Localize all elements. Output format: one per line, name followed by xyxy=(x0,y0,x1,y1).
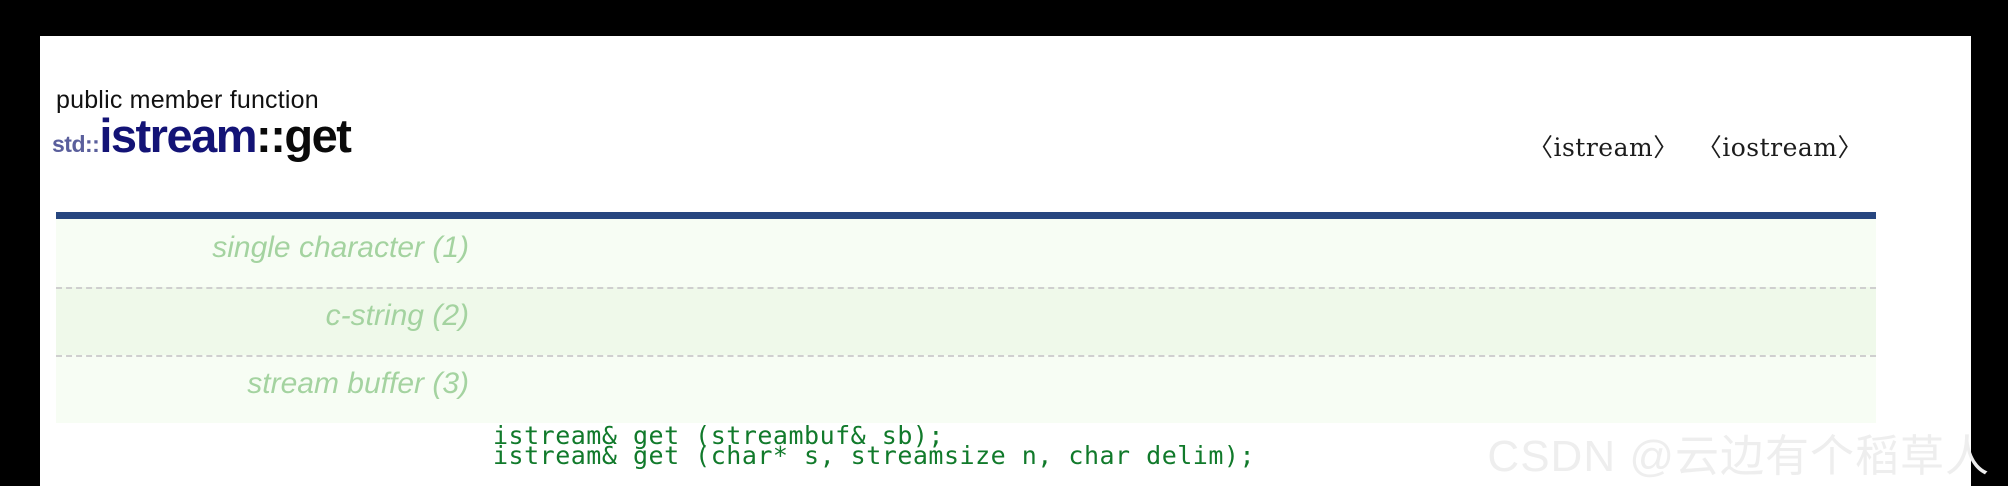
prototype-row: c-string (2) istream& get (char* s, stre… xyxy=(56,287,1876,470)
title-accent-bar xyxy=(56,212,1876,219)
title-function: get xyxy=(284,109,352,162)
prototype-signatures: istream& get (streambuf& sb); istream& g… xyxy=(493,363,1131,486)
title-scope-separator: :: xyxy=(256,109,286,162)
title-class: istream xyxy=(99,109,257,162)
member-kind-label: public member function xyxy=(56,86,319,114)
signature-line: istream& get (char* s, streamsize n, cha… xyxy=(493,441,1256,470)
prototype-row: single character (1) int get(); istream&… xyxy=(56,219,1876,402)
signature-line: istream& get (streambuf& sb); xyxy=(493,421,944,450)
title-namespace: std:: xyxy=(52,131,100,157)
reference-page: public member function std::istream::get… xyxy=(40,36,1971,486)
row-divider xyxy=(56,287,1876,289)
prototype-label: c-string (2) xyxy=(325,299,469,332)
row-divider xyxy=(56,355,1876,357)
include-header-istream: 〈istream〉 xyxy=(1527,133,1679,162)
prototype-label: stream buffer (3) xyxy=(247,367,469,400)
prototype-label: single character (1) xyxy=(212,231,469,264)
include-header-iostream: 〈iostream〉 xyxy=(1696,133,1863,162)
prototype-row: stream buffer (3) istream& get (streambu… xyxy=(56,355,1876,450)
include-headers: 〈istream〉 〈iostream〉 xyxy=(1528,128,1863,164)
page-header: public member function std::istream::get… xyxy=(40,36,1971,212)
page-title: std::istream::get xyxy=(52,109,352,162)
